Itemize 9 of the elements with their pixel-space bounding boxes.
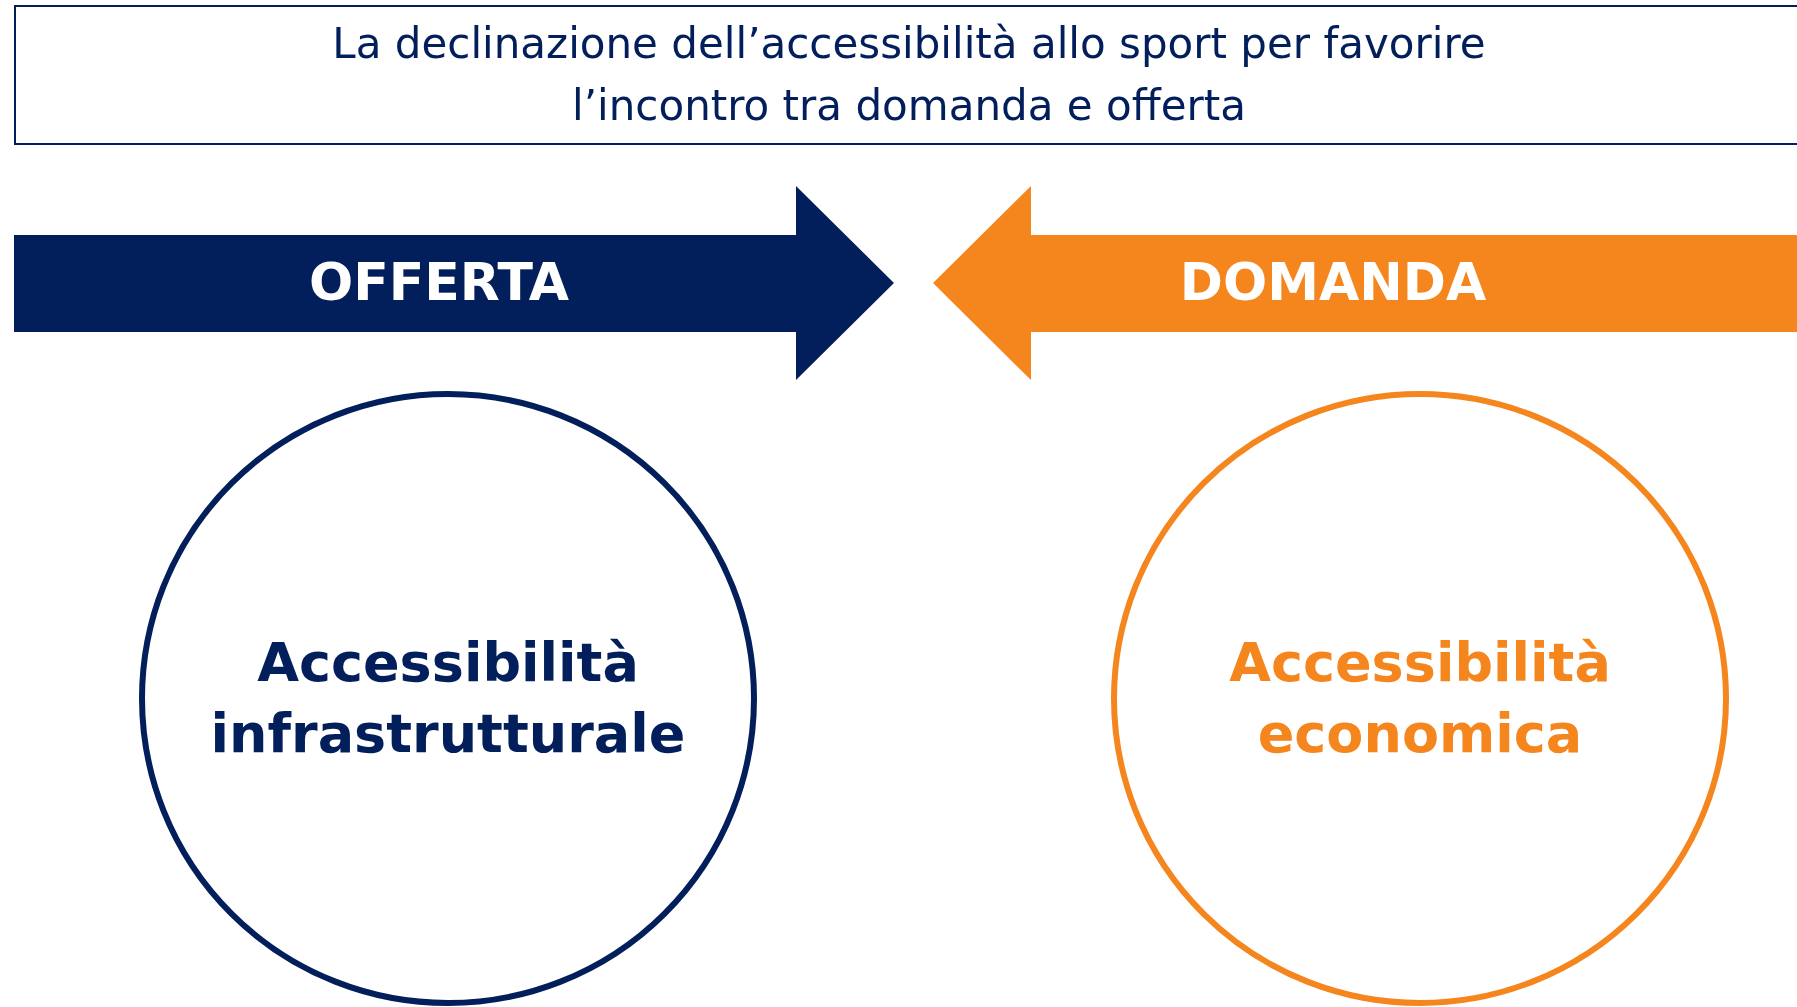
arrow-shape: [933, 186, 1797, 380]
arrow-shape: [14, 186, 894, 380]
node-label: Accessibilità infrastrutturale: [209, 630, 687, 767]
node-label: DOMANDA: [1178, 251, 1488, 315]
node-label: Accessibilità economica: [1228, 630, 1612, 767]
circle-shape: [1110, 390, 1730, 1007]
title-box: La declinazione dell’accessibilità allo sport per favorire l’incontro tra domanda e offerta: [14, 5, 1797, 145]
circle-shape: [138, 390, 758, 1007]
node-label: OFFERTA: [307, 251, 571, 315]
